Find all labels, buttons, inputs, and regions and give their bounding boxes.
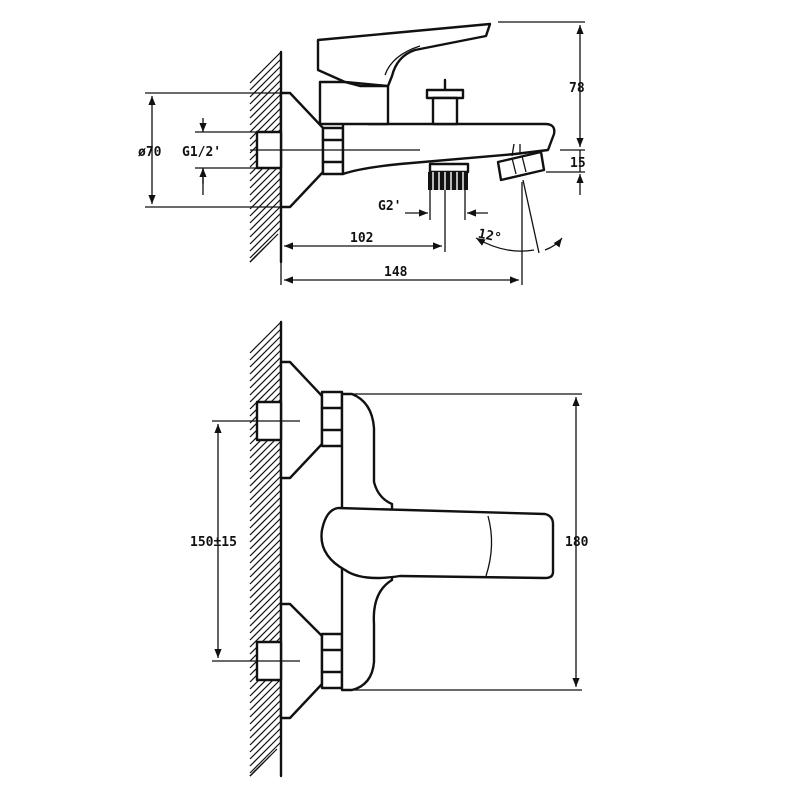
- dim-total-depth-label: 148: [384, 265, 408, 280]
- lever-handle-front: [320, 506, 555, 580]
- spout-outlet: [496, 150, 546, 182]
- lower-nut: [320, 632, 344, 690]
- dim-height-label: 78: [569, 81, 585, 96]
- dim-angle-label: 12°: [477, 227, 503, 247]
- dim-angle: 12°: [475, 179, 563, 254]
- lever-handle: [316, 22, 492, 88]
- diverter-knob: [425, 78, 465, 126]
- dim-thread: G1/2': [182, 118, 262, 195]
- dim-center-distance: 150±15: [190, 424, 237, 658]
- front-view: 150±15 180: [190, 320, 589, 778]
- dim-thread-label: G1/2': [182, 145, 221, 160]
- dim-spout-drop: 15: [546, 150, 586, 195]
- dim-spout-drop-label: 15: [570, 156, 586, 171]
- dim-flange-diameter-label: ø70: [138, 145, 162, 160]
- dim-height-label-front: 180: [565, 535, 589, 550]
- cartridge-housing: [318, 80, 390, 126]
- dim-flange-diameter: ø70: [138, 92, 285, 208]
- dim-diverter-thread: G2': [378, 190, 488, 220]
- dim-height-180: 180: [352, 393, 589, 691]
- diverter-outlet: [428, 162, 470, 190]
- dim-total-depth: 148: [284, 182, 523, 285]
- upper-nut: [320, 390, 344, 448]
- dim-outlet-distance: 102: [280, 190, 446, 285]
- upper-flange: [279, 360, 324, 480]
- dim-height-78: 78: [498, 21, 585, 151]
- wall-hatch-bottom: [249, 320, 283, 778]
- dim-center-distance-label: 150±15: [190, 535, 237, 550]
- inlet-nut: [321, 126, 345, 176]
- mixer-body: [341, 110, 556, 176]
- dim-diverter-thread-label: G2': [378, 199, 401, 214]
- side-view: ø70 G1/2' 78 15: [138, 21, 586, 285]
- dim-outlet-distance-label: 102: [350, 231, 373, 246]
